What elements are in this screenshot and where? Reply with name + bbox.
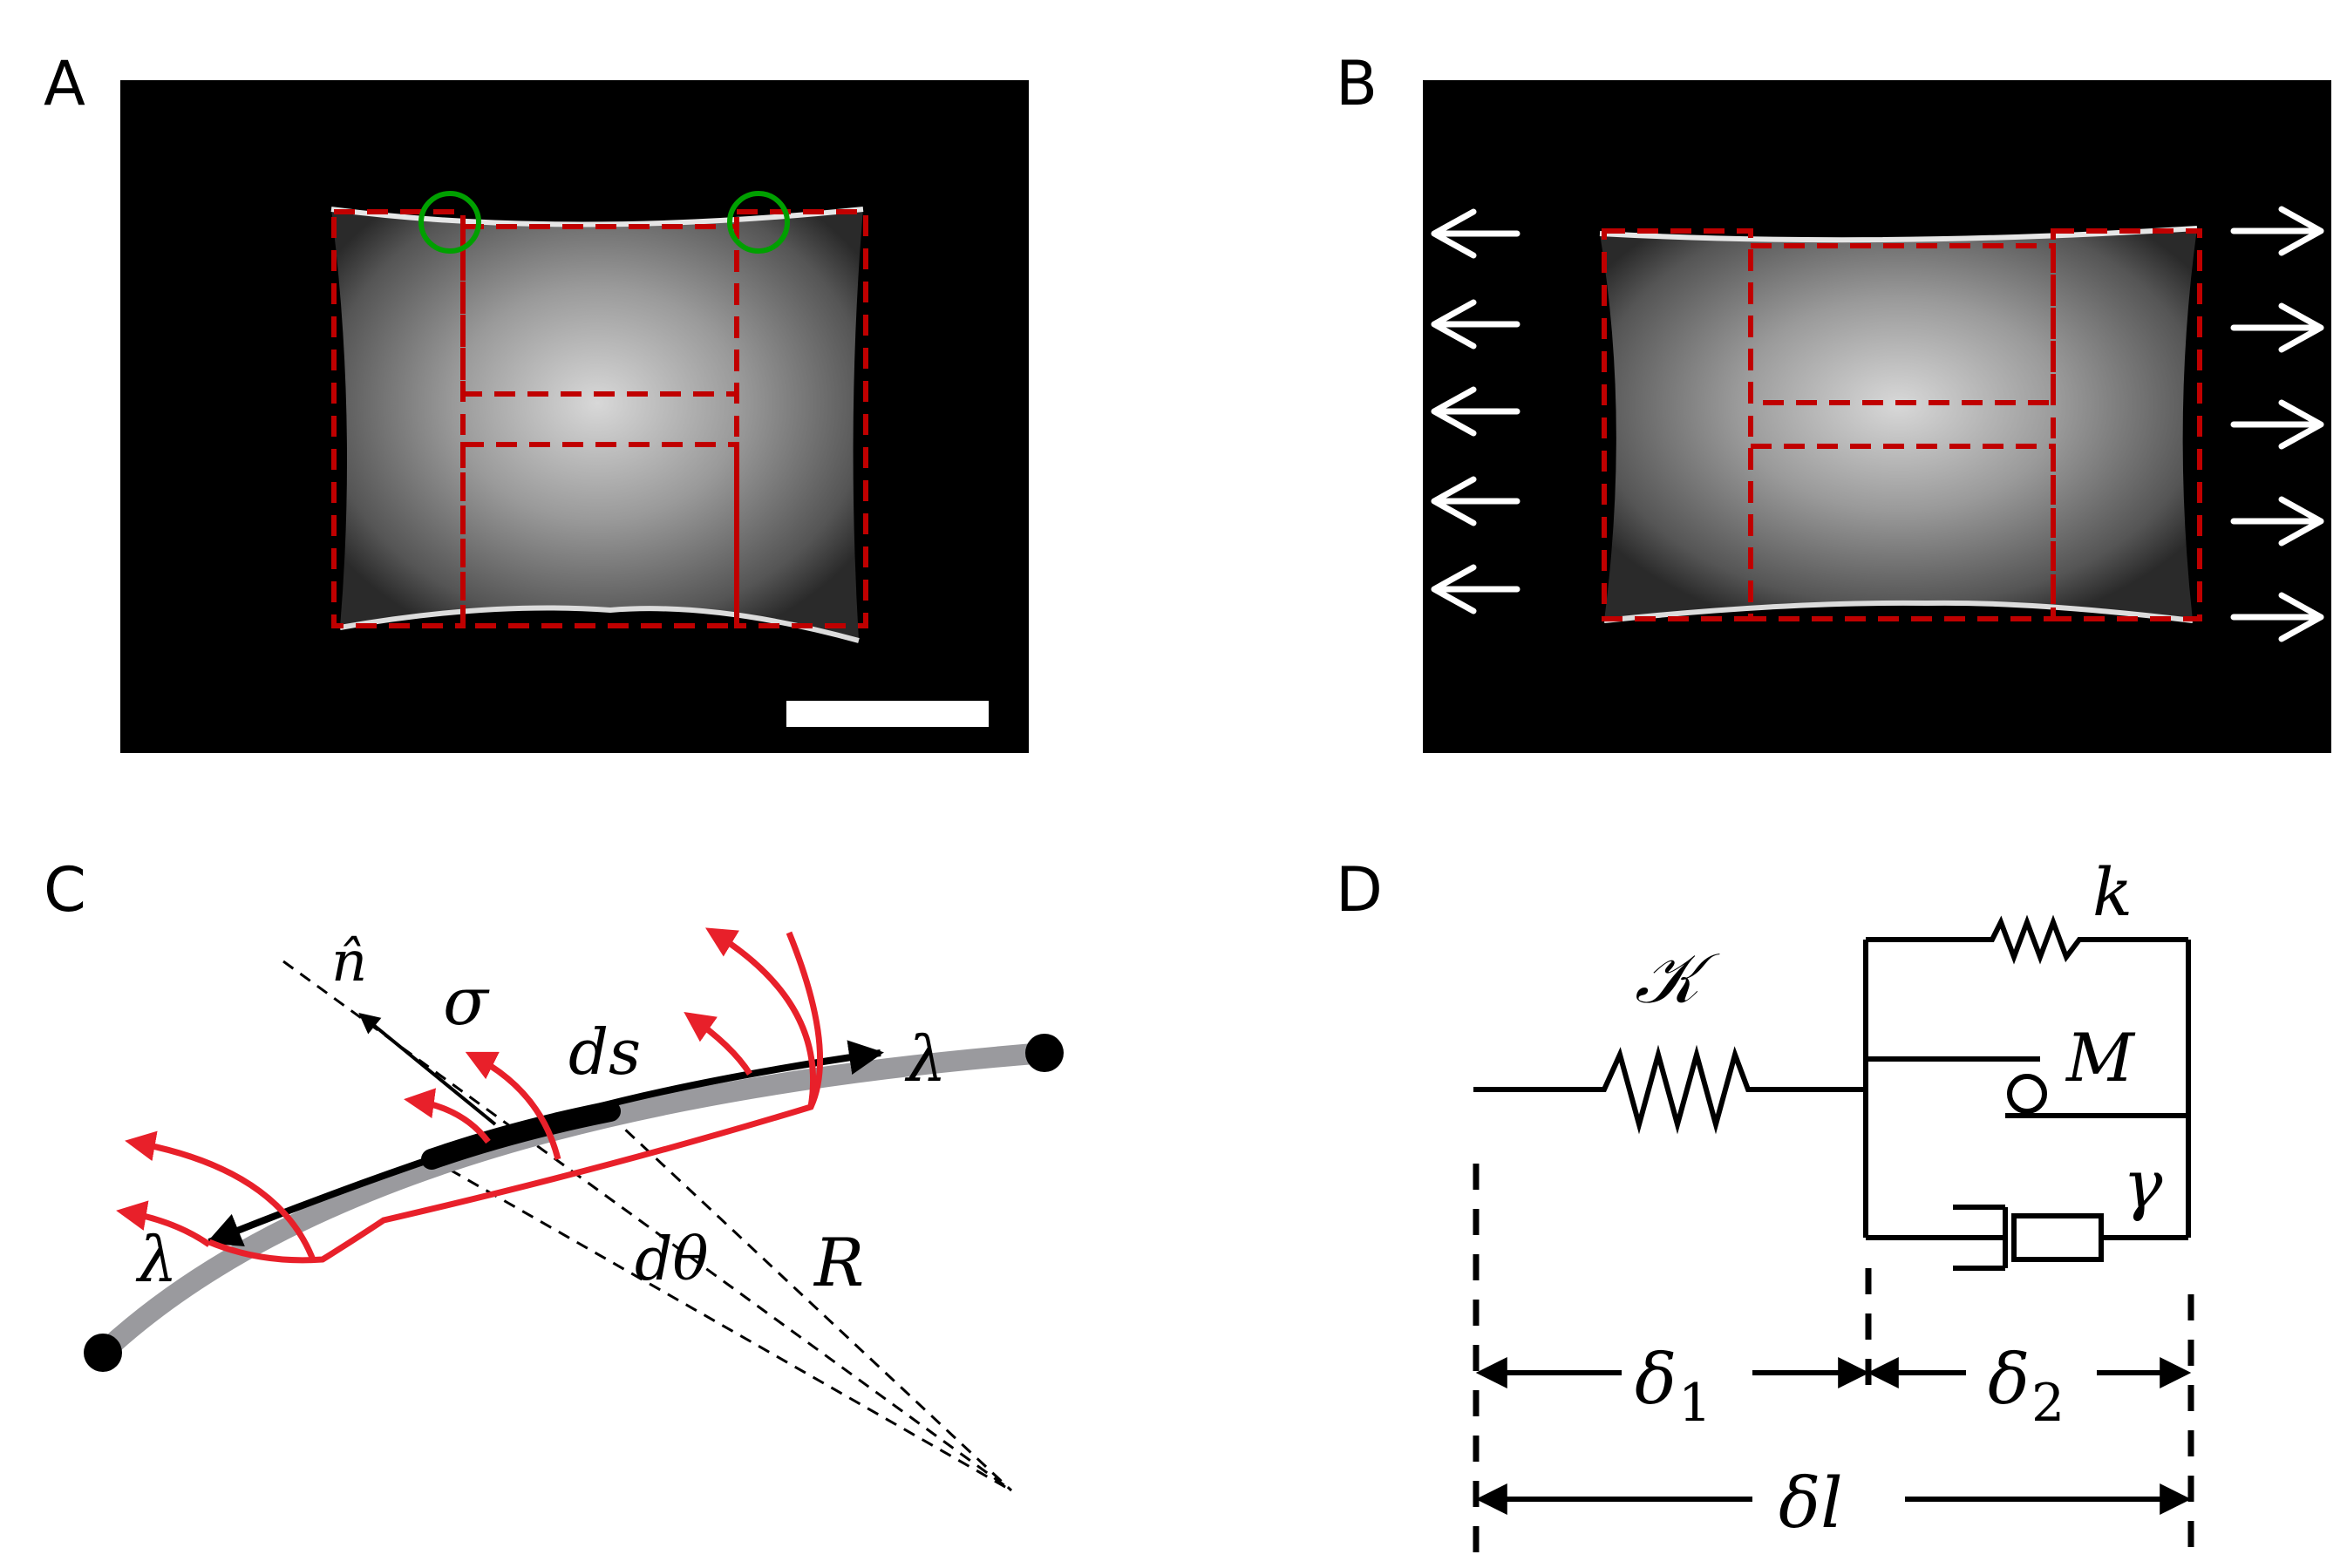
cell-edge-bottom-a: [339, 605, 860, 643]
roi-center-bottom-a: [460, 442, 739, 628]
stress-arrow-4: [404, 1088, 491, 1144]
panel-label-b: B: [1336, 48, 1378, 119]
symbol-lambda-left: λ: [135, 1223, 178, 1296]
roi-right-b: [2051, 228, 2202, 621]
symbol-gamma: γ: [2123, 1145, 2163, 1223]
symbol-delta-2: δ: [1988, 1339, 2030, 1420]
cell-edge-bottom-b: [1603, 600, 2194, 623]
symbol-M: M: [2065, 1019, 2136, 1096]
symbol-delta-1: δ: [1635, 1339, 1677, 1420]
segment-ds: [421, 1101, 621, 1170]
symbol-n-hat: n̂: [331, 930, 367, 994]
roi-center-bottom-b: [1748, 444, 2056, 621]
stress-arrow-2: [116, 1200, 212, 1247]
panel-c: C n̂ σ ds λ λ dθ R: [44, 854, 1064, 1492]
marker-circle-left-a: [418, 191, 481, 254]
stress-arrow-1: [125, 1130, 317, 1264]
radius-line-lower: [431, 1157, 1012, 1492]
roi-right-a: [734, 209, 868, 628]
cell-image-a: [331, 209, 863, 641]
panel-d: D: [1336, 853, 2194, 1556]
pull-arrows-left: [1431, 208, 1520, 614]
symbol-sigma: σ: [443, 962, 490, 1040]
marker-circle-right-a: [727, 191, 790, 254]
panel-b: B: [1336, 48, 2331, 753]
normal-vector: [358, 1012, 497, 1126]
roi-left-a: [331, 209, 466, 628]
symbol-K: 𝒦: [1635, 938, 1720, 1019]
mass-element-M: [2007, 1074, 2047, 1114]
stress-profile: [207, 931, 824, 1264]
symbol-delta-2-subscript: 2: [2031, 1373, 2065, 1434]
panel-label-d: D: [1336, 854, 1383, 926]
dashpot-cylinder: [2011, 1213, 2104, 1262]
spring-k: [1866, 914, 2188, 965]
pull-arrows-right: [2230, 206, 2324, 642]
filament: [92, 1042, 1055, 1363]
symbol-k: k: [2092, 853, 2133, 931]
stress-arrow-3: [465, 1051, 561, 1160]
stress-arrow-6: [705, 927, 817, 1108]
symbol-ds: ds: [568, 1015, 641, 1089]
symbol-lambda-right: λ: [904, 1022, 947, 1096]
roi-left-b: [1602, 228, 1753, 621]
stress-arrow-5: [684, 1011, 752, 1076]
filament-end-left: [84, 1334, 122, 1372]
symbol-R: R: [813, 1224, 864, 1301]
panel-label-c: C: [44, 854, 86, 926]
spring-K: [1473, 1044, 1866, 1135]
roi-center-top-a: [460, 224, 739, 397]
panel-a: A: [44, 48, 1029, 753]
radius-line-upper: [609, 1114, 1013, 1492]
panel-label-a: A: [44, 48, 85, 119]
symbol-delta-1-subscript: 1: [1678, 1373, 1711, 1434]
filament-end-right: [1025, 1034, 1064, 1072]
scale-bar: [786, 701, 989, 727]
cell-image-b: [1600, 228, 2197, 621]
roi-center-top-b: [1748, 243, 2056, 405]
symbol-delta-l: δl: [1779, 1463, 1843, 1544]
symbol-dtheta: dθ: [635, 1225, 708, 1294]
